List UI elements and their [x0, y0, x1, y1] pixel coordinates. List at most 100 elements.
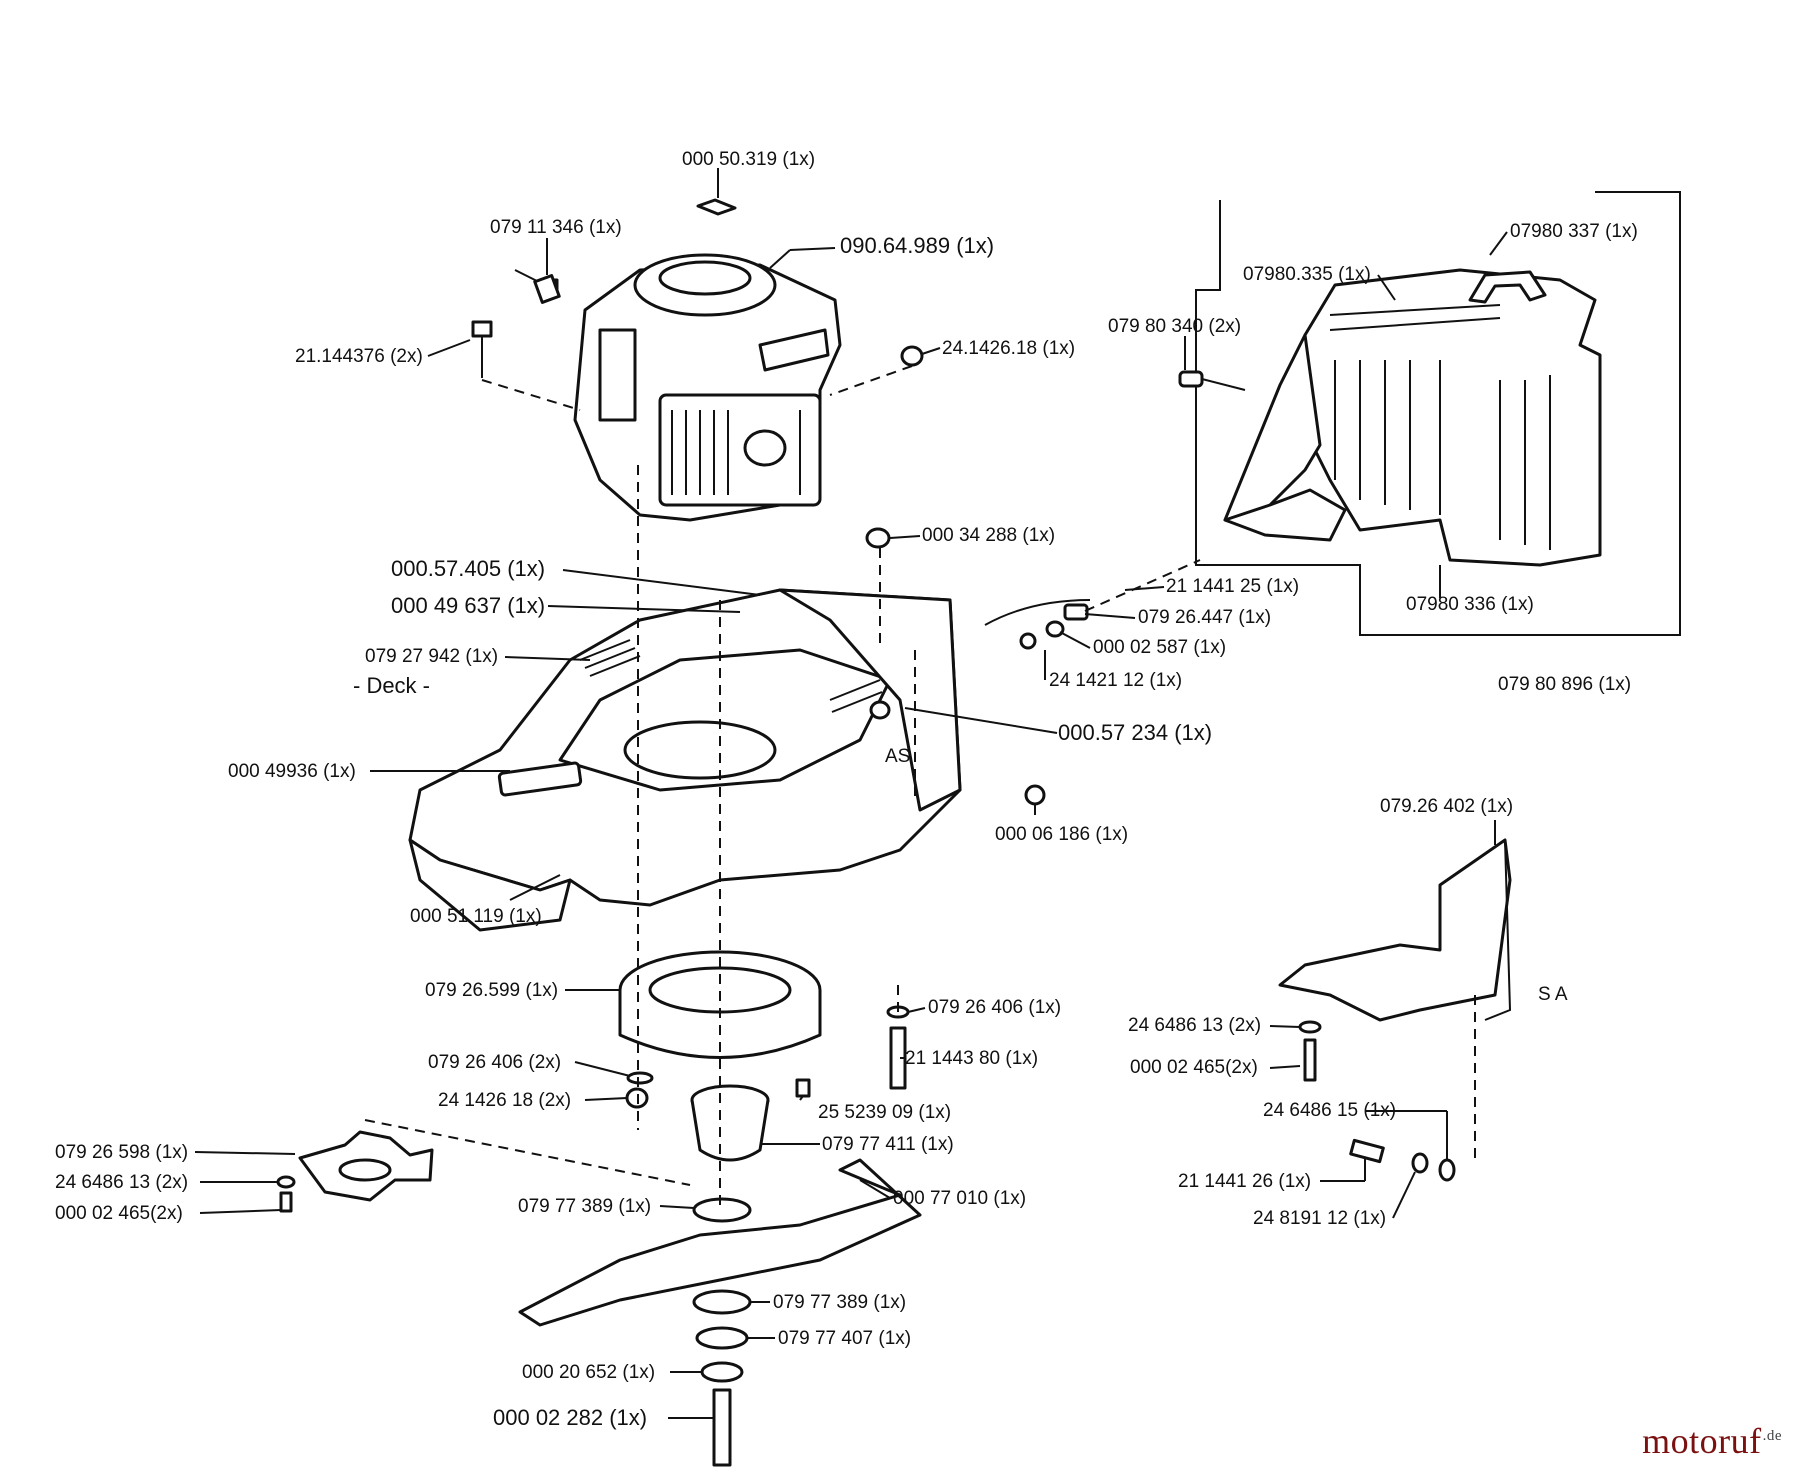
- label-00049637: 000 49 637 (1x): [391, 593, 545, 618]
- label-00006186: 000 06 186 (1x): [995, 824, 1128, 845]
- label-07980340: 079 80 340 (2x): [1108, 316, 1241, 337]
- blade-washer-a: [692, 1197, 752, 1223]
- label-00020652: 000 20 652 (1x): [522, 1362, 655, 1383]
- brand-watermark: motoruf.de: [1642, 1420, 1782, 1462]
- label-07926402a: 079.26 402 (1x): [1380, 796, 1513, 817]
- leader-lines: [194, 168, 1508, 1419]
- blade-spacer: [695, 1326, 749, 1350]
- label-21144125: 21 1441 25 (1x): [1166, 576, 1299, 597]
- label-24819112: 24 8191 12 (1x): [1253, 1208, 1386, 1229]
- deck-bolt-a: [869, 700, 891, 720]
- label-00034288: 000 34 288 (1x): [922, 525, 1055, 546]
- brand-name: motoruf: [1642, 1421, 1762, 1461]
- label-07977389b: 079 77 389 (1x): [773, 1292, 906, 1313]
- deck-motor-opening: [623, 720, 777, 780]
- label-07911346: 079 11 346 (1x): [490, 217, 622, 238]
- caption-as: AS: [885, 746, 910, 767]
- caption-deck: - Deck -: [353, 673, 430, 698]
- label-07980336: 07980 336 (1x): [1406, 594, 1534, 615]
- engine-cylinder: [598, 328, 637, 422]
- engine-handle: [758, 328, 830, 372]
- deck-height-indicator: [497, 761, 583, 797]
- mulch-plate-drawing: [276, 1130, 434, 1213]
- blade-lock-washer: [700, 1361, 744, 1383]
- label-00057234: 000.57 234 (1x): [1058, 720, 1212, 745]
- label-24142618: 24.1426.18 (1x): [942, 338, 1075, 359]
- label-07980335: 07980.335 (1x): [1243, 264, 1371, 285]
- cutting-blade: [518, 1158, 922, 1327]
- engine-bolt-head-left: [471, 320, 493, 338]
- label-24142618b: 24 1426 18 (2x): [438, 1090, 571, 1111]
- blade-bolt: [712, 1388, 732, 1467]
- deck-nut-right: [1024, 784, 1046, 806]
- flap-washer: [1298, 1020, 1322, 1034]
- label-00077010: 000 77 010 (1x): [893, 1188, 1026, 1209]
- mulch-bolt: [279, 1191, 293, 1213]
- motor-mount-drawing: [618, 950, 910, 1162]
- label-07927942: 079 27 942 (1x): [365, 646, 498, 667]
- deck-hinge-arrow: [984, 599, 1091, 626]
- label-07980896: 079 80 896 (1x): [1498, 674, 1631, 695]
- label-24142112: 24 1421 12 (1x): [1049, 670, 1182, 691]
- engine-starter-hub: [658, 260, 752, 296]
- label-09064989: 090.64.989 (1x): [840, 233, 994, 258]
- label-24648613a: 24 6486 13 (2x): [1128, 1015, 1261, 1036]
- label-00002465b: 000 02 465(2x): [55, 1203, 183, 1224]
- label-00050319: 000 50.319 (1x): [682, 149, 815, 170]
- mulch-plate-center: [338, 1158, 392, 1182]
- washer-left: [626, 1071, 654, 1085]
- brand-tld: .de: [1762, 1428, 1782, 1444]
- label-07926598: 079 26 598 (1x): [55, 1142, 188, 1163]
- deck-front-skirt: [408, 838, 572, 932]
- label-00051119: 000 51 119 (1x): [410, 906, 542, 927]
- label-24648613b: 24 6486 13 (2x): [55, 1172, 188, 1193]
- mulch-washer: [276, 1175, 296, 1189]
- label-21144380: 21 1443 80 (1x): [905, 1048, 1038, 1069]
- deck-hinge-washer: [1019, 632, 1037, 650]
- engine-air-filter: [658, 393, 822, 507]
- engine-cap-gasket: [696, 198, 737, 216]
- engine-bracket: [533, 274, 561, 304]
- label-07926599: 079 26.599 (1x): [425, 980, 558, 1001]
- deck-drawing: [408, 527, 1091, 932]
- caption-sa: S A: [1538, 984, 1568, 1005]
- deck-nut-top: [865, 527, 891, 549]
- label-00002587: 000 02 587 (1x): [1093, 637, 1226, 658]
- assembly-axes: [364, 365, 1476, 1210]
- hinge-washer: [1438, 1158, 1456, 1182]
- key-pin: [795, 1078, 811, 1098]
- grass-box-pin: [1178, 370, 1204, 388]
- label-25523909: 25 5239 09 (1x): [818, 1102, 951, 1123]
- grass-box-chute: [1223, 488, 1347, 542]
- label-07977389a: 079 77 389 (1x): [518, 1196, 651, 1217]
- label-00002282: 000 02 282 (1x): [493, 1405, 647, 1430]
- engine-nut-right: [900, 345, 924, 367]
- side-discharge-drawing: [1278, 838, 1512, 1182]
- deck-hinge: [1063, 603, 1089, 621]
- label-07926406a: 079 26 406 (1x): [928, 997, 1061, 1018]
- flap-bolt: [1303, 1038, 1317, 1082]
- label-24648615: 24 6486 15 (1x): [1263, 1100, 1396, 1121]
- blade-drawing: [518, 1158, 922, 1467]
- label-07926447: 079 26.447 (1x): [1138, 607, 1271, 628]
- label-21144126: 21 1441 26 (1x): [1178, 1171, 1311, 1192]
- side-discharge-frame: [1484, 839, 1512, 1021]
- grass-box-handle: [1468, 270, 1547, 304]
- engine-drawing: [471, 198, 924, 522]
- label-07980337: 07980 337 (1x): [1510, 221, 1638, 242]
- label-00049936: 000 49936 (1x): [228, 761, 356, 782]
- label-07926406b: 079 26 406 (2x): [428, 1052, 561, 1073]
- hinge-nut: [1411, 1152, 1429, 1174]
- side-discharge-flap: [1278, 838, 1512, 1022]
- grass-box-frame: [1195, 191, 1681, 636]
- label-00002465a: 000 02 465(2x): [1130, 1057, 1258, 1078]
- label-07977407: 079 77 407 (1x): [778, 1328, 911, 1349]
- engine-air-intake: [743, 429, 787, 467]
- grass-box-drawing: [1178, 191, 1681, 636]
- deck-hinge-nut: [1045, 620, 1065, 638]
- label-21144376: 21.144376 (2x): [295, 346, 423, 367]
- label-07977411: 079 77 411 (1x): [822, 1134, 954, 1155]
- label-00057405: 000.57.405 (1x): [391, 556, 545, 581]
- blade-hub-body: [690, 1099, 770, 1162]
